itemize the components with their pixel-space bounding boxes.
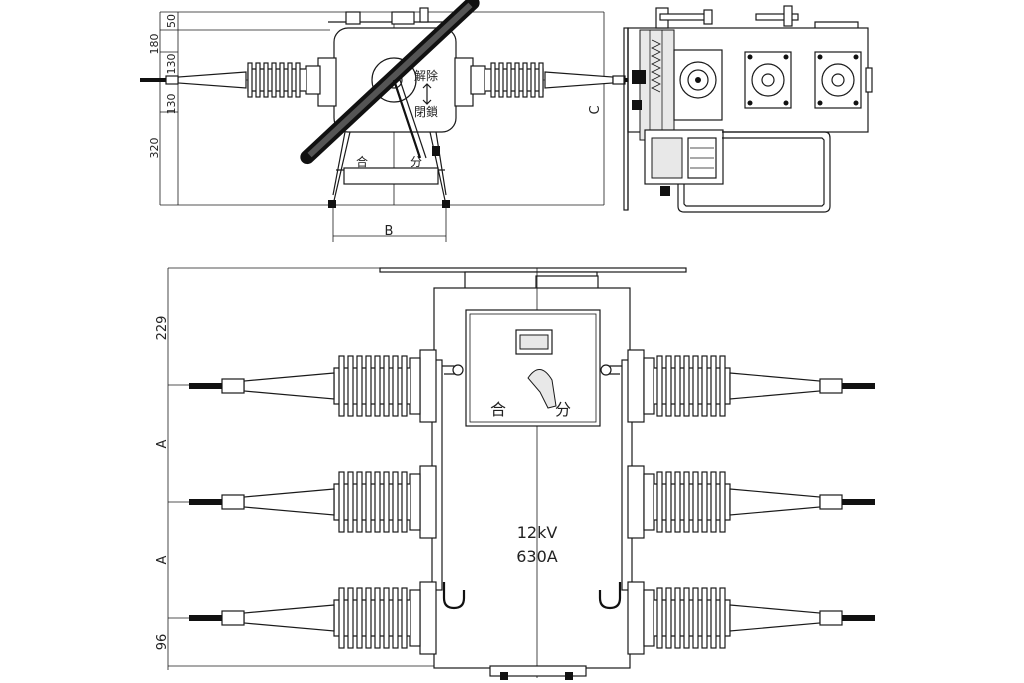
- top-open-label: 分: [410, 155, 422, 169]
- dim-b: B: [385, 224, 394, 239]
- dim-130-a: 130: [165, 54, 178, 75]
- rating-voltage: 12kV: [517, 523, 558, 542]
- front-open-label: 分: [555, 400, 571, 419]
- rating-current: 630A: [516, 547, 558, 566]
- insulator-right-3: [627, 581, 876, 655]
- dim-50: 50: [165, 14, 178, 28]
- top-lock-label: 閉鎖: [414, 104, 438, 119]
- insulator-right-1: [627, 349, 876, 423]
- top-view: 50 180 130 130 320 C 解除 閉鎖: [139, 0, 652, 242]
- dim-130-b: 130: [165, 94, 178, 115]
- front-close-label: 合: [490, 400, 506, 419]
- operation-window: [465, 309, 601, 427]
- top-close-label: 合: [356, 154, 368, 169]
- dim-180: 180: [148, 34, 161, 55]
- top-unlock-label: 解除: [414, 68, 438, 83]
- side-view: [623, 5, 873, 213]
- front-view: 229 A A 96 合 分 12kV 630A: [155, 267, 876, 680]
- dim-320: 320: [148, 138, 161, 159]
- dim-a-2: A: [155, 555, 170, 564]
- dim-229: 229: [155, 316, 170, 341]
- dim-c: C: [588, 105, 603, 114]
- insulator-right-2: [627, 465, 876, 539]
- insulator-left-3: [188, 581, 437, 655]
- dim-a-1: A: [155, 439, 170, 448]
- insulator-left-1: [188, 349, 437, 423]
- dim-96: 96: [155, 634, 170, 651]
- insulator-left-2: [188, 465, 437, 539]
